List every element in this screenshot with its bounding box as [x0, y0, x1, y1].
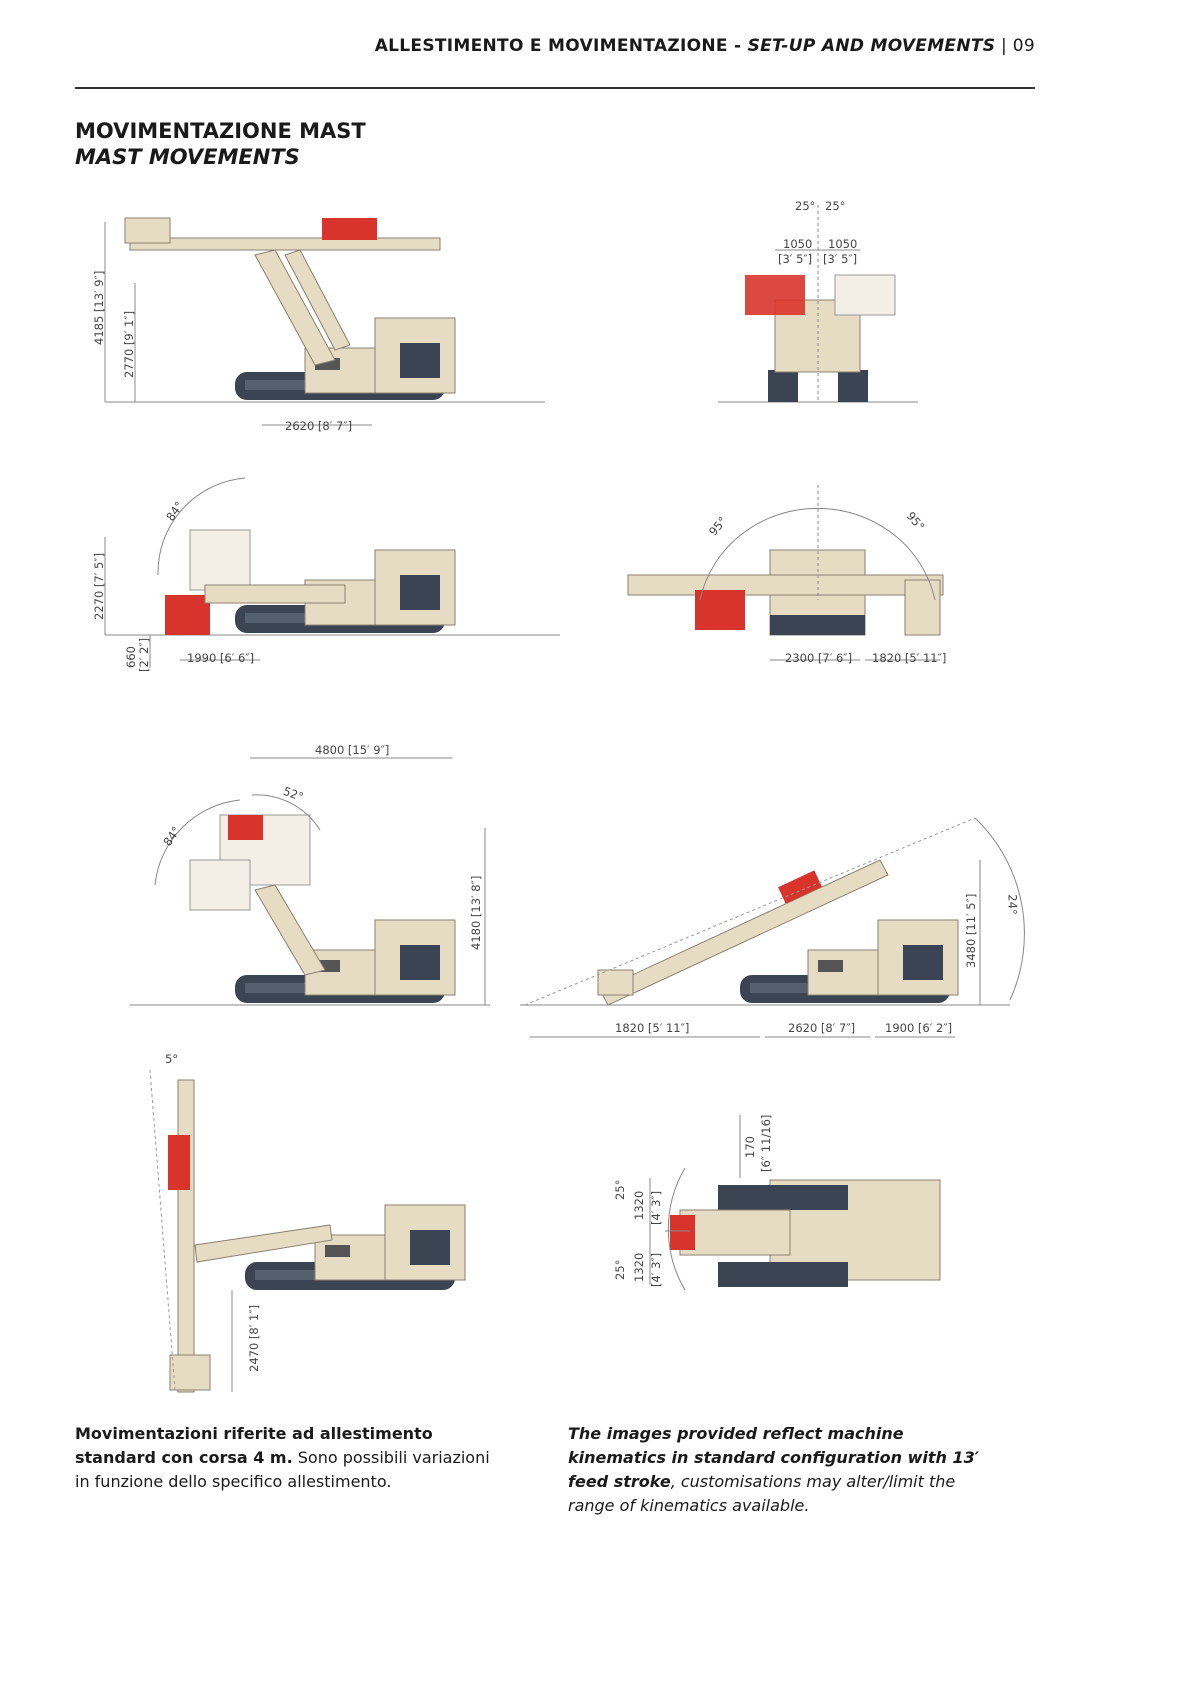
dim-height: 4180 [13′ 8″] — [469, 875, 483, 950]
dim-width-2: 1820 [5′ 11″] — [872, 651, 947, 665]
angle: 5° — [165, 1052, 179, 1066]
angle-right: 25° — [825, 199, 846, 213]
drawing-side-view-horizontal — [104, 217, 545, 426]
drawing-front-view — [718, 205, 918, 403]
section-title-it: MOVIMENTAZIONE MAST — [75, 119, 366, 143]
dim-mid-height: 2770 [9′ 1″] — [122, 310, 136, 378]
dim-right: 1050 — [828, 237, 858, 251]
header-rule — [75, 87, 1035, 89]
dim-left-ft: [3′ 5″] — [778, 252, 813, 266]
drawing-top-view-swing — [649, 1115, 941, 1291]
dim-left: 1050 — [783, 237, 813, 251]
footnote-italian-bold: Movimentazioni riferite ad allestimento … — [75, 1424, 433, 1467]
dim-lower: 1320 — [632, 1252, 646, 1282]
page-number: 09 — [1012, 36, 1035, 56]
dim-offset: 170 — [743, 1136, 757, 1158]
angle: 24° — [1005, 894, 1020, 915]
dim-upper-ft: [4′ 3″] — [649, 1190, 663, 1225]
header-title-en: SET-UP AND MOVEMENTS — [747, 36, 996, 56]
dim-low-ft: [2′ 2″] — [137, 637, 151, 672]
footnote-italian: Movimentazioni riferite ad allestimento … — [75, 1422, 505, 1494]
angle-left: 25° — [795, 199, 816, 213]
dim-height: 2270 [7′ 5″] — [92, 552, 106, 620]
section-title-en: MAST MOVEMENTS — [75, 145, 300, 169]
drawing-side-view-folded — [104, 477, 560, 668]
header-separator: | — [995, 36, 1013, 56]
dim-height: 2470 [8′ 1″] — [247, 1304, 261, 1372]
header-title-it: ALLESTIMENTO E MOVIMENTAZIONE - — [374, 36, 748, 56]
dim-width: 1990 [6′ 6″] — [187, 651, 255, 665]
dim-reach: 4800 [15′ 9″] — [315, 743, 390, 757]
dim-width-1: 2300 [7′ 6″] — [785, 651, 853, 665]
drawing-side-view-vertical — [149, 1069, 466, 1393]
dim-offset-ft: [6″ 11/16] — [759, 1114, 773, 1172]
dim-width-2: 2620 [8′ 7″] — [788, 1021, 856, 1035]
dim-width-3: 1900 [6′ 2″] — [885, 1021, 953, 1035]
dim-upper: 1320 — [632, 1190, 646, 1220]
dim-lower-ft: [4′ 3″] — [649, 1252, 663, 1287]
dim-width: 2620 [8′ 7″] — [285, 419, 353, 433]
drawing-side-view-raised-folded — [130, 757, 490, 1006]
footnote-italian-text: Sono possibili variazioni in funzione de… — [75, 1448, 490, 1491]
angle-upper: 25° — [613, 1179, 627, 1200]
drawing-top-view-rotation — [627, 485, 944, 661]
footnote-english: The images provided reflect machine kine… — [568, 1422, 998, 1518]
angle-lower: 25° — [613, 1259, 627, 1280]
dim-width-1: 1820 [5′ 11″] — [615, 1021, 690, 1035]
dim-total-height: 4185 [13′ 9″] — [92, 270, 106, 345]
page-header: ALLESTIMENTO E MOVIMENTAZIONE - SET-UP A… — [375, 36, 1035, 56]
footnote-english-bold: The images provided reflect machine kine… — [568, 1424, 979, 1491]
dim-height: 3480 [11′ 5″] — [964, 893, 978, 968]
drawing-side-view-inclined — [520, 817, 1025, 1038]
footnote-english-text: , customisations may alter/limit the ran… — [568, 1472, 956, 1515]
dim-right-ft: [3′ 5″] — [823, 252, 858, 266]
